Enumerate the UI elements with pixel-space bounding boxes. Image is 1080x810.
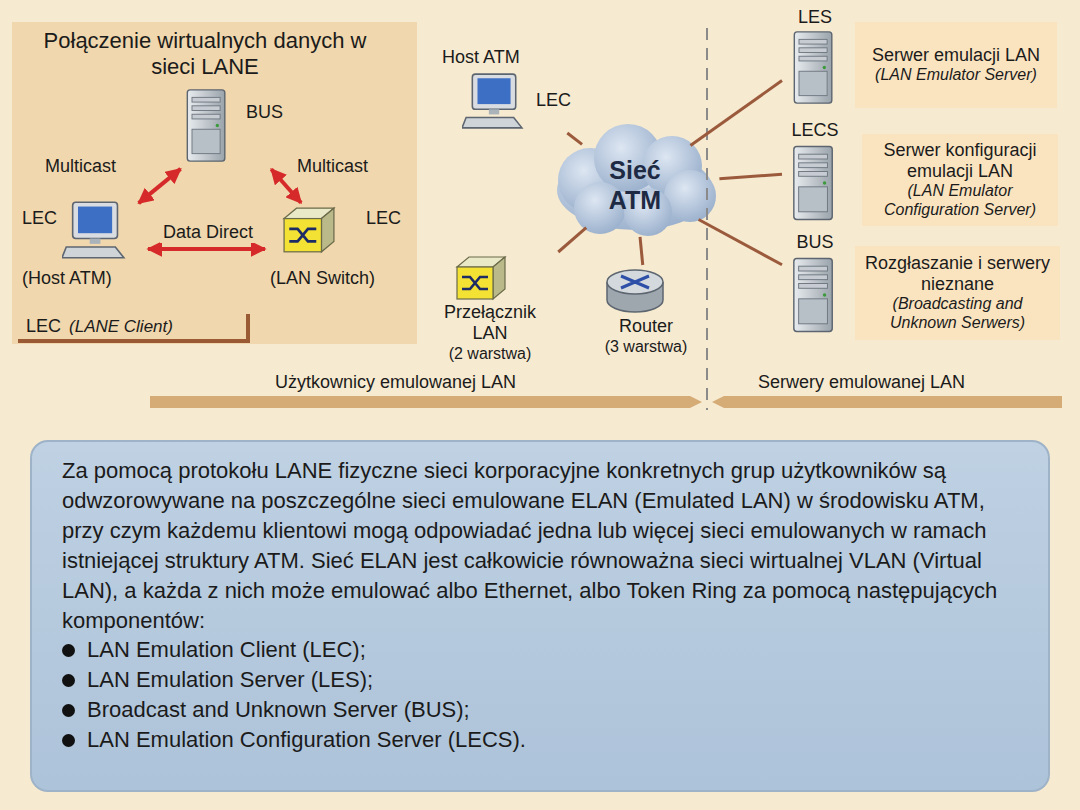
server-node: BUS [782, 230, 851, 337]
node-text: LEC [26, 316, 61, 337]
node-text: Sieć ATM [590, 156, 680, 215]
band-arrow [150, 396, 702, 408]
server-node: BUS [178, 85, 288, 167]
server-icon [187, 90, 225, 161]
node-text: LEC [22, 208, 57, 229]
arrow-connector [148, 247, 265, 251]
edge-label: Multicast [294, 156, 371, 177]
node-text: BUS [246, 102, 283, 123]
bullet-dot [62, 734, 75, 747]
client-box: LEC (LANE Client) [18, 314, 250, 343]
node-text: Serwer konfiguracji emulacji LAN [870, 140, 1050, 182]
node-text: (LAN Switch) [270, 268, 375, 289]
server-icon [794, 259, 832, 332]
server-node: LES [782, 5, 851, 107]
server-node: LECS [782, 118, 855, 225]
router-node: Router(3 warstwa) [585, 265, 710, 363]
body-text: LAN Emulation Client (LEC); [87, 635, 366, 665]
node-text: (LANE Client) [69, 317, 173, 337]
node-text: BUS [782, 232, 848, 253]
node-text: (3 warstwa) [587, 338, 705, 357]
node-text: Serwer emulacji LAN [872, 45, 1040, 66]
router-icon [607, 270, 663, 312]
network-link [567, 133, 582, 144]
node-text: (LAN Emulator Configuration Server) [870, 182, 1050, 220]
description-box: Rozgłaszanie i serwery nieznane(Broadcas… [855, 246, 1060, 340]
network-link [699, 220, 782, 265]
server-icon [794, 32, 832, 103]
switch-node: LEC (LAN Switch) [268, 205, 416, 293]
body-text: Za pomocą protokołu LANE fizyczne sieci … [62, 456, 1018, 635]
switch-node: Przełącznik LAN(2 warstwa) [425, 252, 560, 367]
panel-ground [12, 22, 417, 344]
description-box: Serwer konfiguracji emulacji LAN(LAN Emu… [862, 134, 1058, 226]
server-icon [794, 147, 832, 220]
node-text: LEC [536, 90, 571, 111]
edge-label: Multicast [42, 156, 119, 177]
host-node: Host ATM LEC [440, 45, 580, 133]
host-node: LEC (Host ATM) [20, 205, 145, 293]
node-text: Host ATM [442, 47, 520, 68]
body-text: LAN Emulation Configuration Server (LECS… [87, 725, 526, 755]
arrow-connector [139, 169, 181, 203]
bullet-row: LAN Emulation Server (LES); [62, 665, 1018, 695]
cloud-shape [557, 124, 716, 236]
body-text: LAN Emulation Server (LES); [87, 665, 373, 695]
node-text: LEC [366, 208, 401, 229]
switch-icon [284, 208, 334, 252]
bullet-dot [62, 704, 75, 717]
network-cloud: Sieć ATM [550, 133, 720, 237]
node-text: Połączenie wirtualnych danych w sieci LA… [40, 28, 370, 80]
node-text: Rozgłaszanie i serwery nieznane [863, 253, 1052, 295]
network-link [690, 81, 782, 146]
bullet-row: Broadcast and Unknown Server (BUS); [62, 695, 1018, 725]
bullet-row: LAN Emulation Client (LEC); [62, 635, 1018, 665]
node-text: (LAN Emulator Server) [875, 66, 1037, 85]
bullet-dot [62, 644, 75, 657]
divider-line [706, 28, 708, 410]
bullet-dot [62, 674, 75, 687]
node-text: (Broadcasting and Unknown Serwers) [863, 295, 1052, 333]
description-box: Serwer emulacji LAN(LAN Emulator Server) [855, 22, 1057, 108]
node-text: Router [587, 316, 705, 337]
computer-icon [62, 202, 124, 257]
band-arrow [712, 396, 1062, 408]
network-link [558, 228, 586, 252]
node-text: Przełącznik LAN [430, 302, 550, 344]
computer-icon [462, 74, 522, 128]
network-link [640, 237, 643, 265]
text-panel: Za pomocą protokołu LANE fizyczne sieci … [30, 440, 1050, 792]
body-text: Broadcast and Unknown Server (BUS); [87, 695, 470, 725]
panel: Połączenie wirtualnych danych w sieci LA… [12, 22, 417, 344]
node-text: LES [782, 7, 848, 28]
band-label: Użytkownicy emulowanej LAN [275, 372, 516, 393]
node-text: LECS [778, 120, 852, 141]
network-link [719, 174, 782, 179]
edge-label: Data Direct [160, 222, 256, 243]
node-text: (Host ATM) [22, 268, 112, 289]
band-label: Serwery emulowanej LAN [758, 372, 965, 393]
switch-icon [457, 257, 505, 299]
bullet-row: LAN Emulation Configuration Server (LECS… [62, 725, 1018, 755]
node-text: (2 warstwa) [430, 345, 550, 364]
